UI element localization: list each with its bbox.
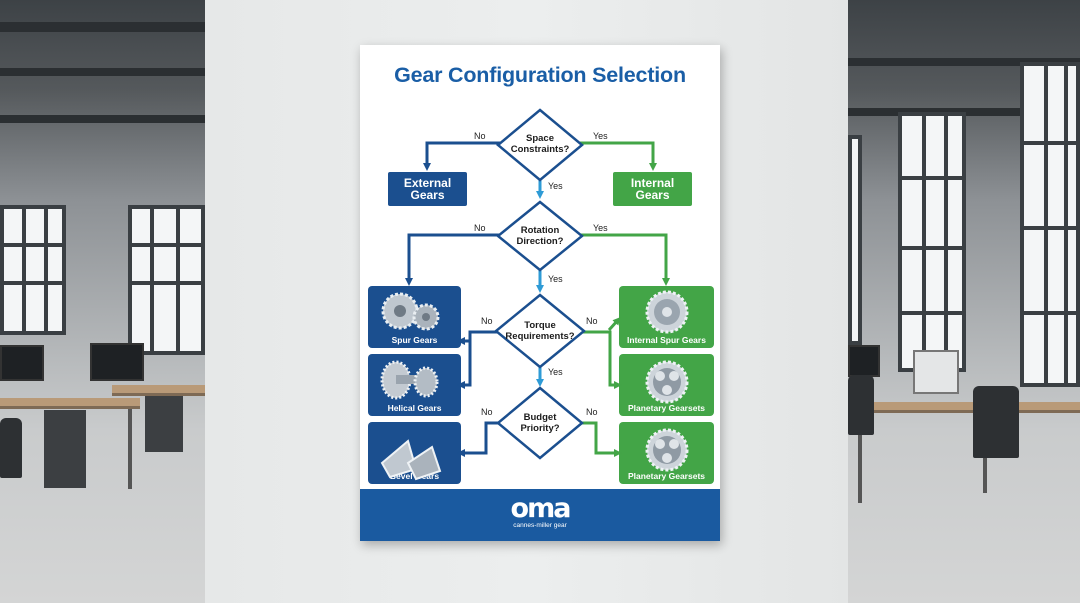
- d2-no-label: No: [474, 223, 486, 233]
- card-label: Spur Gears: [391, 335, 438, 345]
- decision-diamond-rotation: [496, 200, 584, 272]
- internal-gear-icon: [645, 290, 689, 334]
- desk: [0, 398, 140, 409]
- d1-yes-connector: [580, 141, 657, 171]
- d3-yes-connector: [580, 330, 622, 389]
- spur-gears-icon: [381, 292, 440, 331]
- bevel-gears-icon: [380, 439, 442, 481]
- ceiling-beam: [0, 22, 205, 32]
- external-gears-box: External Gears: [388, 172, 467, 206]
- card-label: Internal Spur Gears: [627, 335, 706, 345]
- company-logo: oma: [510, 493, 572, 524]
- office-left-side: [0, 0, 205, 603]
- company-tagline: cannes-miller gear: [513, 522, 567, 529]
- office-chair: [848, 375, 874, 435]
- office-chair: [973, 386, 1019, 458]
- decision-rotation-label: Rotation Direction?: [516, 225, 564, 247]
- decision-diamond-budget: [496, 386, 584, 460]
- monitor: [913, 350, 959, 394]
- desk-leg: [128, 409, 132, 489]
- desk: [848, 402, 1080, 413]
- office-right-side: [848, 0, 1080, 603]
- decision-diamond-space: [496, 108, 584, 182]
- decision-torque-label: Torque Requirements?: [505, 320, 575, 342]
- decision-diamond-torque: [494, 293, 586, 369]
- ceiling-beam: [0, 68, 205, 76]
- d1-yes-label: Yes: [593, 131, 608, 141]
- monitor: [848, 345, 880, 377]
- window: [848, 135, 862, 345]
- helical-gears-icon: [380, 360, 439, 400]
- d1-no-label: No: [474, 131, 486, 141]
- card-label: Planetary Gearsets: [627, 471, 706, 481]
- monitor: [0, 345, 44, 381]
- filing-cabinet: [44, 410, 86, 488]
- d4-no-right-label: No: [586, 407, 598, 417]
- d1-down-yes-label: Yes: [548, 181, 563, 191]
- flowchart-poster: Gear Configuration Selection Space Const…: [360, 45, 720, 541]
- desk: [112, 385, 205, 396]
- card-label: Planetary Gearsets: [627, 403, 706, 413]
- d2-down-yes-label: Yes: [548, 274, 563, 284]
- d2-yes-connector: [580, 233, 670, 286]
- card-label: Helical Gears: [387, 403, 442, 413]
- window: [898, 112, 966, 372]
- window: [0, 205, 66, 335]
- monitor: [90, 343, 144, 381]
- office-chair: [0, 418, 22, 478]
- d4-yes-connector: [580, 421, 622, 457]
- flowchart-connectors: [380, 108, 689, 481]
- d3-no-label: No: [481, 316, 493, 326]
- ceiling-beam: [848, 58, 1080, 66]
- d3-down-yes-label: Yes: [548, 367, 563, 377]
- filing-cabinet: [145, 396, 183, 452]
- planetary-gear-icon: [645, 360, 689, 404]
- decision-budget-label: Budget Priority?: [520, 412, 560, 434]
- d3-no-connector: [457, 330, 500, 389]
- desk-leg: [858, 413, 862, 503]
- ceiling-beam: [0, 115, 205, 123]
- d3-yes-connector-top: [607, 317, 621, 332]
- d2-yes-label: Yes: [593, 223, 608, 233]
- window: [1020, 62, 1080, 387]
- d2-no-connector: [405, 233, 500, 286]
- poster-footer: oma cannes-miller gear: [360, 489, 720, 541]
- d4-no-label: No: [481, 407, 493, 417]
- d4-no-connector: [457, 421, 500, 457]
- internal-gears-box: Internal Gears: [613, 172, 692, 206]
- decision-space-label: Space Constraints?: [510, 133, 570, 155]
- window: [128, 205, 205, 355]
- poster-title: Gear Configuration Selection: [394, 63, 686, 87]
- d1-no-connector: [423, 141, 500, 171]
- d3-no-right-label: No: [586, 316, 598, 326]
- planetary-gear-icon: [645, 428, 689, 472]
